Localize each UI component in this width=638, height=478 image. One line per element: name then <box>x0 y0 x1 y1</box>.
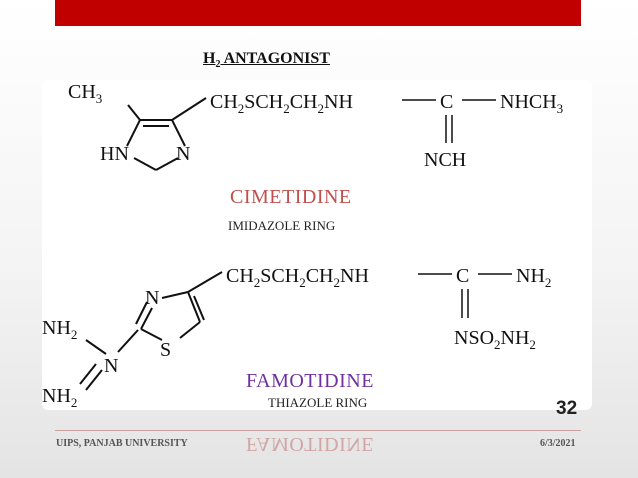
famotidine-terminal-group: NH2 <box>516 265 551 290</box>
famotidine-side-chain: CH2SCH2CH2NH <box>226 265 369 290</box>
famotidine-guanidine-bond <box>117 329 139 353</box>
cimetidine-bottom-group: NCH <box>424 149 466 171</box>
footer-date: 6/3/2021 <box>540 438 576 449</box>
famotidine-nh2-bottom-bond-b <box>79 363 97 385</box>
famotidine-center-c: C <box>456 265 469 287</box>
cimetidine-chain-bond <box>171 97 207 121</box>
cimetidine-side-chain: CH2SCH2CH2NH <box>210 91 353 116</box>
footer-divider <box>55 430 581 431</box>
thiazole-ring <box>135 291 205 341</box>
famotidine-bottom-group: NSO2NH2 <box>454 327 536 352</box>
famotidine-ring-s: S <box>160 339 171 361</box>
cimetidine-name: CIMETIDINE <box>230 186 352 208</box>
top-accent-bar <box>55 0 581 26</box>
famotidine-reflection: FAMOTIDINE <box>246 433 374 455</box>
famotidine-structure: CH2SCH2CH2NH C NH2 NSO2NH2 N S N NH2 NH2 <box>42 265 551 410</box>
famotidine-nh2-bottom-bond-a <box>85 369 103 391</box>
famotidine-chain-bond <box>187 271 223 293</box>
cimetidine-ring-nh: HN <box>100 143 129 165</box>
cimetidine-methyl-label: CH3 <box>68 81 102 106</box>
cimetidine-methyl-bond <box>127 104 141 121</box>
imidazole-ring <box>126 119 186 171</box>
famotidine-nh2-top-bond <box>85 339 107 355</box>
famotidine-name: FAMOTIDINE <box>246 370 374 392</box>
famotidine-nh2-top: NH2 <box>42 317 77 342</box>
thiazole-ring-label: THIAZOLE RING <box>268 395 368 410</box>
cimetidine-terminal-group: NHCH3 <box>500 91 563 116</box>
famotidine-nh2-bottom: NH2 <box>42 385 77 410</box>
footer-institution: UIPS, PANJAB UNIVERSITY <box>56 438 188 449</box>
imidazole-ring-label: IMIDAZOLE RING <box>228 218 336 233</box>
structure-figure <box>42 80 592 410</box>
famotidine-ring-n: N <box>145 287 159 309</box>
cimetidine-center-c: C <box>440 91 453 113</box>
famotidine-guanidine-n: N <box>104 355 118 377</box>
slide-title: H2 ANTAGONIST <box>203 50 330 71</box>
cimetidine-ring-n: N <box>176 143 190 165</box>
cimetidine-structure: CH3 HN N CH2SCH2CH2NH C NHCH3 NCH <box>68 81 563 171</box>
slide-number: 32 <box>556 398 578 419</box>
